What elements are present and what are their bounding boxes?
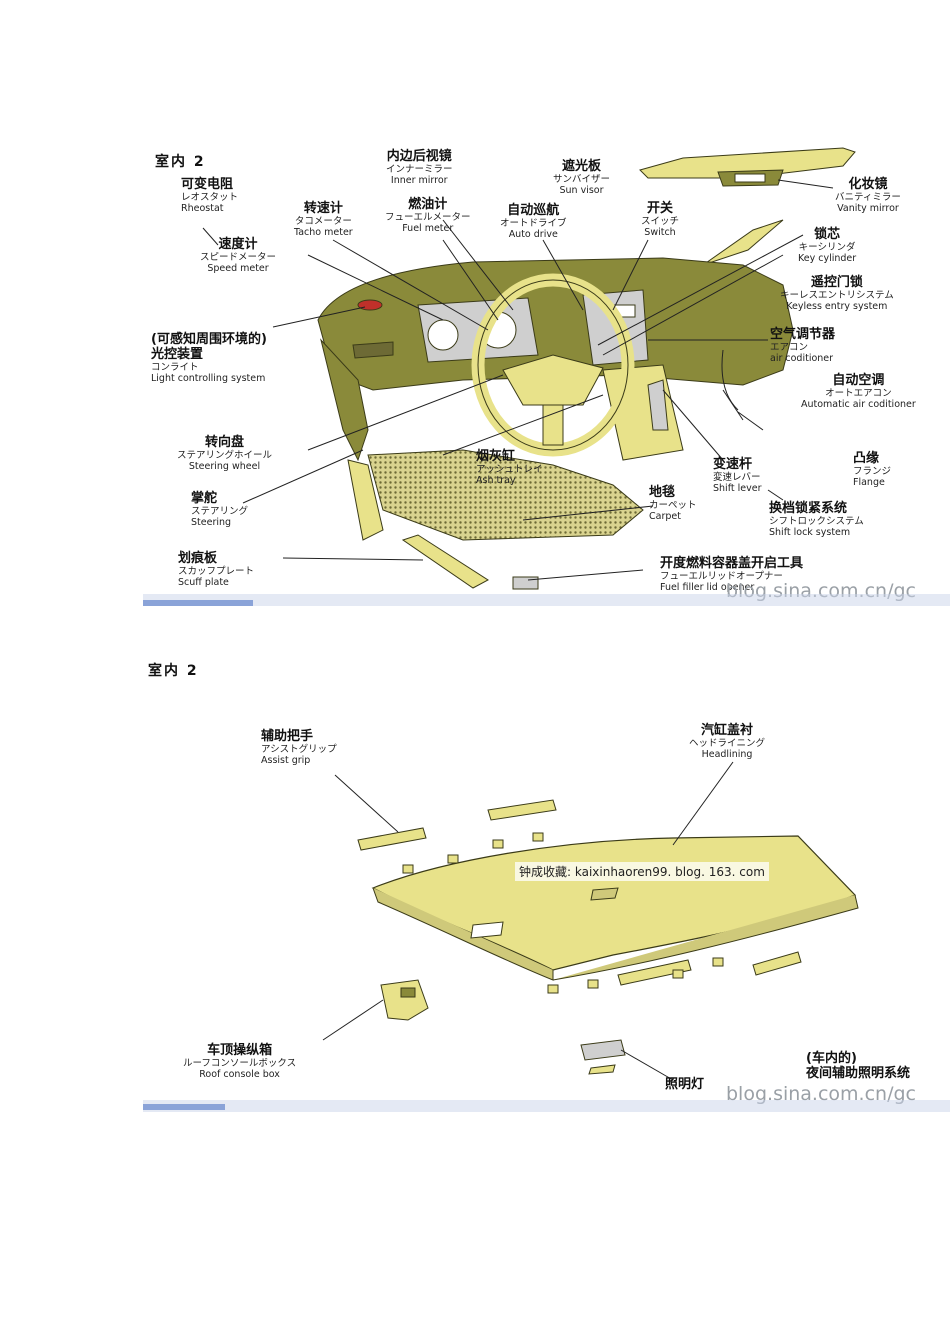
- label-ash-tray: 烟灰缸 アッシュトレイ Ash tray: [476, 449, 543, 486]
- steering-wheel-shape: [471, 273, 635, 457]
- label-fuel-meter: 燃油计 フューエルメーター Fuel meter: [385, 197, 471, 234]
- label-shift-lock: 换档锁紧系统 シフトロックシステム Shift lock system: [769, 501, 864, 538]
- assist-grip-shapes: [357, 799, 802, 986]
- light-sensor-shape: [357, 299, 383, 311]
- label-keyless-entry: 遥控门锁 キーレスエントリシステム Keyless entry system: [780, 275, 894, 312]
- label-key-cylinder: 锁芯 キーシリンダ Key cylinder: [798, 227, 857, 264]
- scroll-strip-2: [143, 1100, 950, 1112]
- section-title: 室内 2: [155, 154, 206, 170]
- scroll-strip: [143, 594, 950, 606]
- a-pillar-shape: [702, 219, 784, 266]
- lighting-lamp-shape: [580, 1039, 626, 1075]
- label-light-control: (可感知周围环境的) 光控装置 コンライト Light controlling …: [151, 332, 267, 384]
- label-assist-grip: 辅助把手 アシストグリップ Assist grip: [261, 729, 337, 766]
- label-carpet: 地毯 カーペット Carpet: [649, 485, 697, 522]
- roof-console-box-shape: [380, 979, 429, 1021]
- label-steering-wheel: 转向盘 ステアリングホイール Steering wheel: [177, 435, 273, 472]
- section-title-2: 室内 2: [148, 663, 199, 679]
- clip-shapes: [402, 832, 724, 994]
- left-pillar-shape: [347, 459, 384, 541]
- label-scuff-plate: 划痕板 スカッフプレート Scuff plate: [178, 551, 255, 588]
- watermark-163: 钟成收藏: kaixinhaoren99. blog. 163. com: [515, 862, 769, 881]
- label-fuel-lid-opener: 开度燃料容器盖开启工具 フューエルリッドオープナー Fuel filler li…: [660, 556, 804, 593]
- label-switch: 开关 スイッチ Switch: [641, 201, 680, 238]
- leader-lines: [202, 179, 834, 581]
- watermark-2: blog.sina.com.cn/gc: [726, 1083, 916, 1105]
- label-auto-air-conditioner: 自动空调 オートエアコン Automatic air coditioner: [801, 373, 916, 410]
- dashboard-diagram-panel: 室内 2 可变电阻 レオスタット Rheostat 速度计 スピードメーター S…: [143, 130, 950, 606]
- label-auto-drive: 自动巡航 オートドライブ Auto drive: [500, 203, 567, 240]
- sun-visor-shape: [639, 147, 856, 187]
- carpet-shape: [367, 449, 644, 541]
- label-rheostat: 可变电阻 レオスタット Rheostat: [181, 177, 239, 214]
- leader-lines-2: [322, 761, 734, 1081]
- label-air-conditioner: 空气调节器 エアコン air coditioner: [770, 327, 836, 364]
- label-vanity-mirror: 化妆镜 バニティミラー Vanity mirror: [835, 177, 901, 214]
- scroll-thumb-2: [143, 1104, 225, 1110]
- label-speed-meter: 速度计 スピードメーター Speed meter: [200, 237, 277, 274]
- label-steering: 掌舵 ステアリング Steering: [191, 491, 249, 528]
- label-inner-mirror: 内边后视镜 インナーミラー Inner mirror: [386, 149, 453, 186]
- label-lighting-lamp: 照明灯: [665, 1077, 705, 1092]
- label-roof-console-box: 车顶操纵箱 ルーフコンソールボックス Roof console box: [183, 1043, 297, 1080]
- label-flange: 凸缘 フランジ Flange: [853, 451, 892, 488]
- headliner-diagram-panel: 室内 2 辅助把手 アシストグリップ Assist grip 汽缸盖衬 ヘッドラ…: [143, 640, 950, 1112]
- scuff-plate-shape: [401, 534, 489, 589]
- label-shift-lever: 变速杆 変速レバー Shift lever: [713, 457, 762, 494]
- label-sun-visor: 遮光板 サンバイザー Sun visor: [553, 159, 611, 196]
- shift-lever-shape: [647, 379, 669, 431]
- label-night-aux-light: (车内的) 夜间辅助照明系统: [806, 1051, 911, 1081]
- scroll-thumb: [143, 600, 253, 606]
- label-tacho-meter: 转速计 タコメーター Tacho meter: [294, 201, 353, 238]
- dashboard-illustration: [202, 147, 856, 590]
- fuel-lid-opener-shape: [512, 576, 539, 590]
- label-headlining: 汽缸盖衬 ヘッドライニング Headlining: [689, 723, 766, 760]
